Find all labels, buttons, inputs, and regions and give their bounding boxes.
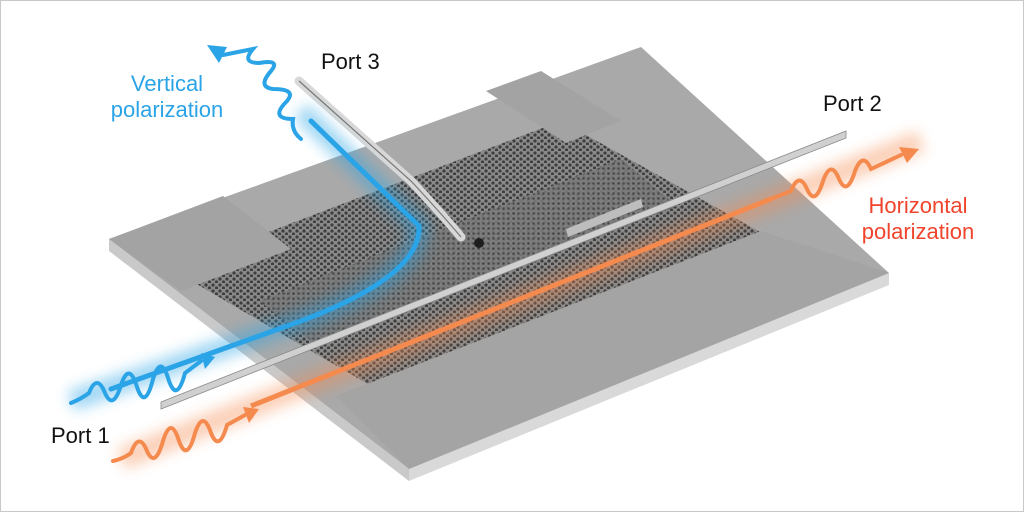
- slab-pad-left: [109, 196, 291, 291]
- horizontal-beam-path: [250, 196, 772, 409]
- main-waveguide: [160, 130, 847, 410]
- horizontal-label-line2: polarization: [861, 219, 975, 244]
- vertical-input-arrowhead: [201, 353, 215, 369]
- port3-label: Port 3: [321, 49, 380, 74]
- vertical-input-wave: [69, 359, 203, 405]
- vertical-output-arrowhead: [207, 45, 227, 63]
- slab-pad-front: [336, 231, 889, 469]
- vertical-polarization-label: Vertical polarization: [97, 71, 237, 123]
- horizontal-polarization-label: Horizontal polarization: [843, 193, 993, 245]
- splitter-defect: [474, 238, 484, 248]
- horizontal-output-arrowhead: [899, 147, 919, 163]
- horizontal-output-wave: [769, 153, 903, 201]
- port3-waveguide-edge: [298, 80, 462, 238]
- coupler-strip: [566, 199, 643, 237]
- horizontal-input-wave: [111, 413, 247, 463]
- horizontal-input-arrowhead: [243, 407, 259, 423]
- horizontal-label-line1: Horizontal: [868, 193, 968, 218]
- port1-label: Port 1: [51, 423, 110, 448]
- slab-front-face: [409, 273, 889, 481]
- vertical-label-line2: polarization: [110, 97, 224, 122]
- vertical-label-line1: Vertical: [130, 71, 204, 96]
- slab-pad-back: [486, 71, 621, 143]
- port2-label: Port 2: [823, 91, 882, 116]
- vertical-output-wave: [221, 45, 303, 141]
- vertical-beam-path: [108, 118, 422, 392]
- slab-left-face: [109, 239, 409, 481]
